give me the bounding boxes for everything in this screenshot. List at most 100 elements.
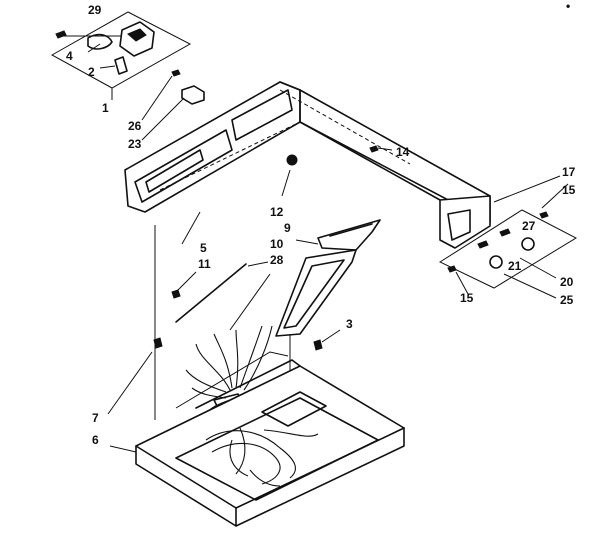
callout-29: 29 [88,3,102,17]
callout-27: 27 [522,219,536,233]
lint-screen-assembly [275,219,381,337]
wire-l1 [205,430,296,479]
callout-9: 9 [284,221,291,235]
callout-15-lower: 15 [460,291,474,305]
callout-4: 4 [66,49,73,63]
group-outline-right [438,209,578,289]
top-panel-back-lip [195,359,301,409]
rear-plate-edge [175,351,289,409]
screw-26 [171,69,181,77]
grommet-12 [286,154,298,166]
callout-17: 17 [562,165,576,179]
clip-2 [114,56,128,75]
wire-u7 [191,387,227,399]
top-panel-recess [175,397,379,501]
leader-10 [247,261,269,267]
terminal-a [499,228,511,237]
callout-14: 14 [396,145,410,159]
leader-7 [107,351,153,415]
callout-labels: 29 4 2 1 26 23 14 17 15 12 27 5 11 9 10 … [66,0,576,447]
callout-12: 12 [270,205,284,219]
leader-9 [295,239,319,245]
console-window-right [231,89,293,141]
screw-15-lower [447,265,457,273]
console-end-cap [439,195,491,249]
screen-top [317,219,381,251]
console-display [145,149,204,193]
knob-bracket-group [50,11,192,100]
end-cap-slot [447,209,471,241]
leader-20 [519,257,557,279]
callout-20: 20 [560,275,574,289]
leader-15b [455,271,469,295]
callout-15-upper: 15 [562,183,576,197]
wire-u5 [243,325,273,391]
screw-near-11 [171,289,181,299]
callout-2: 2 [88,65,95,79]
leader-26 [141,75,173,121]
wire-u3 [235,329,239,389]
leader-11 [177,271,197,291]
callout-3: 3 [346,317,353,331]
console-front-panel [124,81,301,213]
screw-29 [55,30,67,39]
wire-u4 [239,325,263,389]
screw-7 [153,337,163,349]
hidden-line-2 [279,89,411,165]
callout-6: 6 [92,433,99,447]
screw-3 [313,339,323,351]
callout-21: 21 [508,259,522,273]
terminal-b [477,240,489,249]
callout-10: 10 [270,237,284,251]
screen-mesh [283,259,345,329]
leader-12 [281,169,291,197]
wire-u6 [185,369,227,393]
callout-5: 5 [200,241,207,255]
leader-23 [141,97,185,141]
screw-14 [369,145,379,153]
hidden-line-1 [159,121,301,191]
wire-l5 [229,439,249,477]
wiring-harness-lower [205,427,319,487]
knob-4 [87,33,113,50]
wire-l2 [211,442,281,485]
bracket-detail [127,28,147,42]
corner-mark: • [566,0,570,13]
top-panel-body [135,365,405,527]
leader-28 [229,273,271,331]
wire-u2 [213,333,233,389]
wire-l4 [263,429,319,437]
lint-opening [261,391,327,427]
leader-17 [493,175,561,203]
top-panel [109,359,405,527]
rod-11 [175,263,247,323]
leader-2 [99,65,116,69]
leader-5 [181,211,201,245]
bracket-part [119,21,155,57]
right-terminal-group [438,175,578,299]
leader-3 [321,329,341,343]
wire-l3 [235,427,246,475]
leader-25 [503,273,557,299]
screen-frame [275,249,357,337]
leader-15a [541,183,569,209]
group-outline-29 [50,11,192,89]
callout-23: 23 [128,137,142,151]
callout-7: 7 [92,411,99,425]
callout-25: 25 [560,293,574,307]
screw-15-upper [539,211,549,219]
leader-4 [87,43,101,53]
callout-28: 28 [270,253,284,267]
part-21 [489,255,503,269]
console-window-left [134,129,233,203]
leader-14 [377,147,393,151]
wire-l6 [249,469,281,487]
console-rail-lower [299,121,441,201]
wire-u1 [195,343,231,391]
callout-1: 1 [102,101,109,115]
switch-23 [181,85,205,105]
part-27 [521,237,535,251]
callout-26: 26 [128,119,142,133]
control-console [124,81,491,249]
